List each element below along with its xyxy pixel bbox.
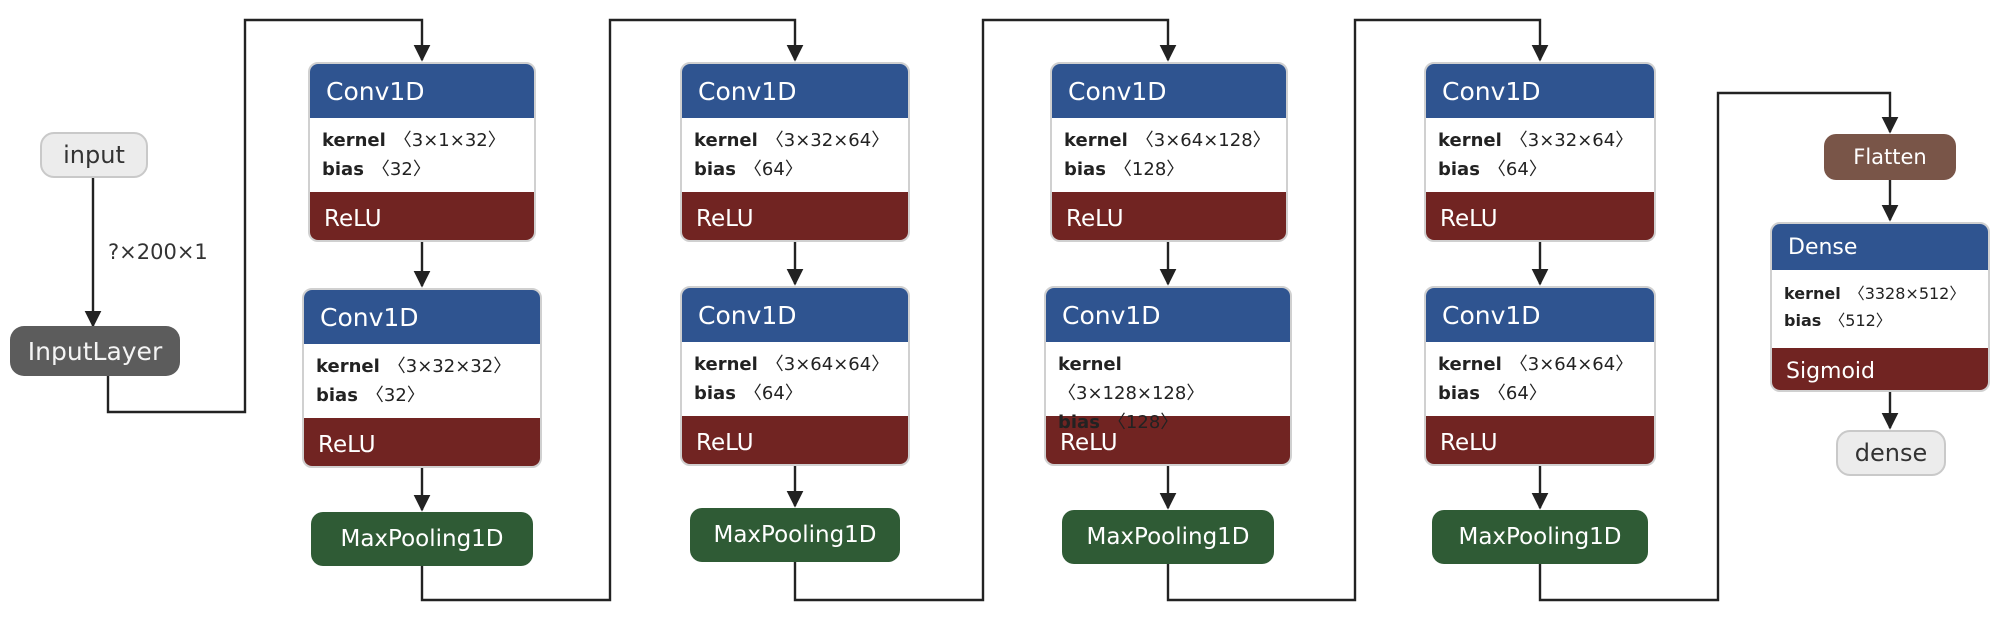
block3-conv1d-b: Conv1D kernel 〈3×128×128〉 bias 〈128〉 ReLU	[1044, 286, 1292, 466]
kernel-label: kernel	[1064, 130, 1128, 151]
dense-params: kernel 〈3328×512〉 bias 〈512〉	[1772, 270, 1988, 348]
kernel-value: 〈3×1×32〉	[393, 130, 506, 151]
block3-maxpooling1d: MaxPooling1D	[1062, 510, 1274, 564]
relu-activation: ReLU	[1426, 192, 1654, 240]
kernel-label: kernel	[1058, 354, 1122, 375]
kernel-value: 〈3×64×128〉	[1135, 130, 1271, 151]
bias-label: bias	[694, 159, 736, 180]
relu-activation: ReLU	[304, 418, 540, 466]
edge-inputlayer-to-block1	[106, 18, 431, 414]
bias-label: bias	[1784, 311, 1822, 330]
bias-value: 〈32〉	[365, 385, 425, 406]
block4-conv1d-a: Conv1D kernel 〈3×32×64〉 bias 〈64〉 ReLU	[1424, 62, 1656, 242]
bias-value: 〈128〉	[1113, 159, 1185, 180]
conv1d-params: kernel 〈3×64×64〉 bias 〈64〉	[1426, 342, 1654, 416]
relu-activation: ReLU	[682, 416, 908, 464]
bias-value: 〈32〉	[371, 159, 431, 180]
kernel-value: 〈3×64×64〉	[765, 354, 890, 375]
conv1d-header: Conv1D	[1426, 288, 1654, 342]
bias-label: bias	[1064, 159, 1106, 180]
dense-layer: Dense kernel 〈3328×512〉 bias 〈512〉 Sigmoid	[1770, 222, 1990, 392]
kernel-label: kernel	[322, 130, 386, 151]
conv1d-params: kernel 〈3×32×64〉 bias 〈64〉	[1426, 118, 1654, 192]
conv1d-header: Conv1D	[682, 64, 908, 118]
bias-label: bias	[694, 383, 736, 404]
block1-conv1d-b: Conv1D kernel 〈3×32×32〉 bias 〈32〉 ReLU	[302, 288, 542, 468]
kernel-value: 〈3×32×32〉	[387, 356, 512, 377]
bias-value: 〈128〉	[1107, 412, 1179, 433]
bias-label: bias	[316, 385, 358, 406]
bias-label: bias	[1438, 383, 1480, 404]
kernel-value: 〈3×64×64〉	[1509, 354, 1634, 375]
block4-conv1d-b: Conv1D kernel 〈3×64×64〉 bias 〈64〉 ReLU	[1424, 286, 1656, 466]
relu-activation: ReLU	[682, 192, 908, 240]
edge-block2-to-block3	[793, 18, 1177, 602]
conv1d-params: kernel 〈3×64×64〉 bias 〈64〉	[682, 342, 908, 416]
conv1d-params: kernel 〈3×1×32〉 bias 〈32〉	[310, 118, 534, 192]
conv1d-header: Conv1D	[310, 64, 534, 118]
kernel-label: kernel	[1784, 284, 1841, 303]
block2-conv1d-a: Conv1D kernel 〈3×32×64〉 bias 〈64〉 ReLU	[680, 62, 910, 242]
kernel-value: 〈3×32×64〉	[1509, 130, 1634, 151]
conv1d-params: kernel 〈3×128×128〉 bias 〈128〉	[1046, 342, 1290, 433]
bias-value: 〈64〉	[1487, 159, 1547, 180]
input-node: input	[40, 132, 148, 178]
conv1d-header: Conv1D	[1426, 64, 1654, 118]
edge-block1-to-block2	[420, 18, 804, 602]
kernel-value: 〈3×128×128〉	[1058, 383, 1205, 404]
bias-value: 〈512〉	[1829, 311, 1892, 330]
conv1d-header: Conv1D	[1046, 288, 1290, 342]
relu-activation: ReLU	[1052, 192, 1286, 240]
edge-block4-to-flatten	[1538, 91, 1899, 602]
bias-label: bias	[1438, 159, 1480, 180]
bias-label: bias	[322, 159, 364, 180]
output-node-dense: dense	[1836, 430, 1946, 476]
conv1d-params: kernel 〈3×32×64〉 bias 〈64〉	[682, 118, 908, 192]
kernel-label: kernel	[694, 130, 758, 151]
block1-maxpooling1d: MaxPooling1D	[311, 512, 533, 566]
conv1d-header: Conv1D	[1052, 64, 1286, 118]
kernel-value: 〈3×32×64〉	[765, 130, 890, 151]
kernel-label: kernel	[1438, 354, 1502, 375]
conv1d-params: kernel 〈3×64×128〉 bias 〈128〉	[1052, 118, 1286, 192]
relu-activation: ReLU	[1426, 416, 1654, 464]
block1-conv1d-a: Conv1D kernel 〈3×1×32〉 bias 〈32〉 ReLU	[308, 62, 536, 242]
bias-value: 〈64〉	[743, 159, 803, 180]
block4-maxpooling1d: MaxPooling1D	[1432, 510, 1648, 564]
block3-conv1d-a: Conv1D kernel 〈3×64×128〉 bias 〈128〉 ReLU	[1050, 62, 1288, 242]
conv1d-header: Conv1D	[682, 288, 908, 342]
input-layer-node: InputLayer	[10, 326, 180, 376]
block2-conv1d-b: Conv1D kernel 〈3×64×64〉 bias 〈64〉 ReLU	[680, 286, 910, 466]
flatten-node: Flatten	[1824, 134, 1956, 180]
dense-header: Dense	[1772, 224, 1988, 270]
sigmoid-activation: Sigmoid	[1772, 348, 1988, 390]
bias-value: 〈64〉	[743, 383, 803, 404]
input-shape-label: ?×200×1	[108, 240, 208, 264]
edge-block3-to-block4	[1166, 18, 1549, 602]
kernel-value: 〈3328×512〉	[1848, 284, 1966, 303]
conv1d-params: kernel 〈3×32×32〉 bias 〈32〉	[304, 344, 540, 418]
conv1d-header: Conv1D	[304, 290, 540, 344]
kernel-label: kernel	[694, 354, 758, 375]
relu-activation: ReLU	[1046, 416, 1290, 464]
kernel-label: kernel	[1438, 130, 1502, 151]
bias-value: 〈64〉	[1487, 383, 1547, 404]
bias-label: bias	[1058, 412, 1100, 433]
relu-activation: ReLU	[310, 192, 534, 240]
kernel-label: kernel	[316, 356, 380, 377]
block2-maxpooling1d: MaxPooling1D	[690, 508, 900, 562]
